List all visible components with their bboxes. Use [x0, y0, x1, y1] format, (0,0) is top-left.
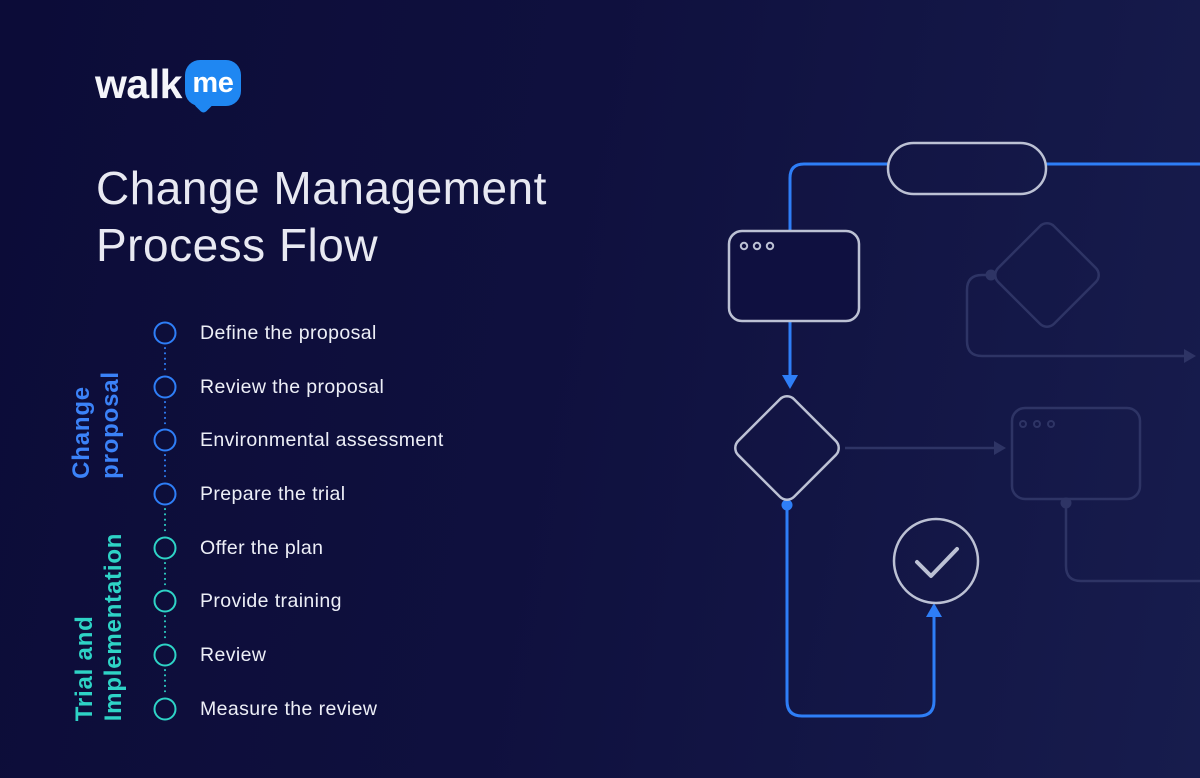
logo-speech-bubble: me [184, 60, 241, 115]
group-label-trial-implementation: Trial and Implementation [70, 533, 128, 722]
timeline-node-icon [153, 536, 177, 560]
ghost-arrow-right-icon [994, 441, 1006, 455]
window-dot-icon [739, 241, 749, 251]
title-line-2: Process Flow [96, 219, 379, 271]
walkme-logo: walk me [95, 60, 241, 115]
timeline-item-label: Review the proposal [200, 376, 385, 398]
timeline-node-icon [153, 321, 177, 345]
check-icon [915, 547, 959, 578]
timeline-node-icon [153, 482, 177, 506]
group-label-line: Change [68, 386, 95, 479]
timeline-node-icon [153, 589, 177, 613]
timeline-item-label: Measure the review [200, 698, 378, 720]
node-dot-icon [781, 499, 793, 511]
ghost-flow-line-bottom [1064, 503, 1200, 583]
timeline-item-label: Define the proposal [200, 322, 377, 344]
timeline-item-label: Review [200, 644, 267, 666]
ghost-decision-diamond [994, 222, 1100, 328]
flow-line-loop-to-check [785, 505, 936, 718]
window-dot-icon [765, 241, 775, 251]
ghost-node-dot-icon [985, 269, 997, 281]
window-dot-icon [752, 241, 762, 251]
timeline-node-icon [153, 428, 177, 452]
group-label-line: Trial and [71, 615, 98, 722]
title-line-1: Change Management [96, 162, 547, 214]
app-window [727, 229, 861, 323]
timeline-item-label: Provide training [200, 590, 342, 612]
timeline-item-label: Environmental assessment [200, 429, 444, 451]
success-check-circle [892, 517, 980, 605]
timeline-item-label: Offer the plan [200, 537, 324, 559]
logo-wordmark: walk [95, 61, 182, 107]
group-label-line: Implementation [100, 532, 127, 722]
ghost-window-dot-icon [1033, 420, 1041, 428]
arrow-down-icon [782, 375, 798, 389]
page-title: Change Management Process Flow [96, 160, 547, 274]
logo-bubble-text: me [192, 66, 234, 99]
ghost-window-dot-icon [1047, 420, 1055, 428]
flow-line-pill-to-window [788, 162, 888, 230]
timeline-item-label: Prepare the trial [200, 483, 346, 505]
ghost-app-window [1010, 406, 1142, 501]
ghost-node-dot-icon [1060, 497, 1072, 509]
timeline-node-icon [153, 697, 177, 721]
timeline-node-icon [153, 643, 177, 667]
ghost-arrow-right-icon [1184, 349, 1196, 363]
arrow-up-icon [926, 603, 942, 617]
timeline-node-icon [153, 375, 177, 399]
ghost-window-dot-icon [1019, 420, 1027, 428]
terminator-pill [886, 141, 1048, 196]
group-label-change-proposal: Change proposal [67, 371, 125, 479]
group-label-line: proposal [97, 371, 124, 479]
decision-diamond [734, 395, 840, 501]
ghost-flow-line-left [965, 273, 1184, 358]
